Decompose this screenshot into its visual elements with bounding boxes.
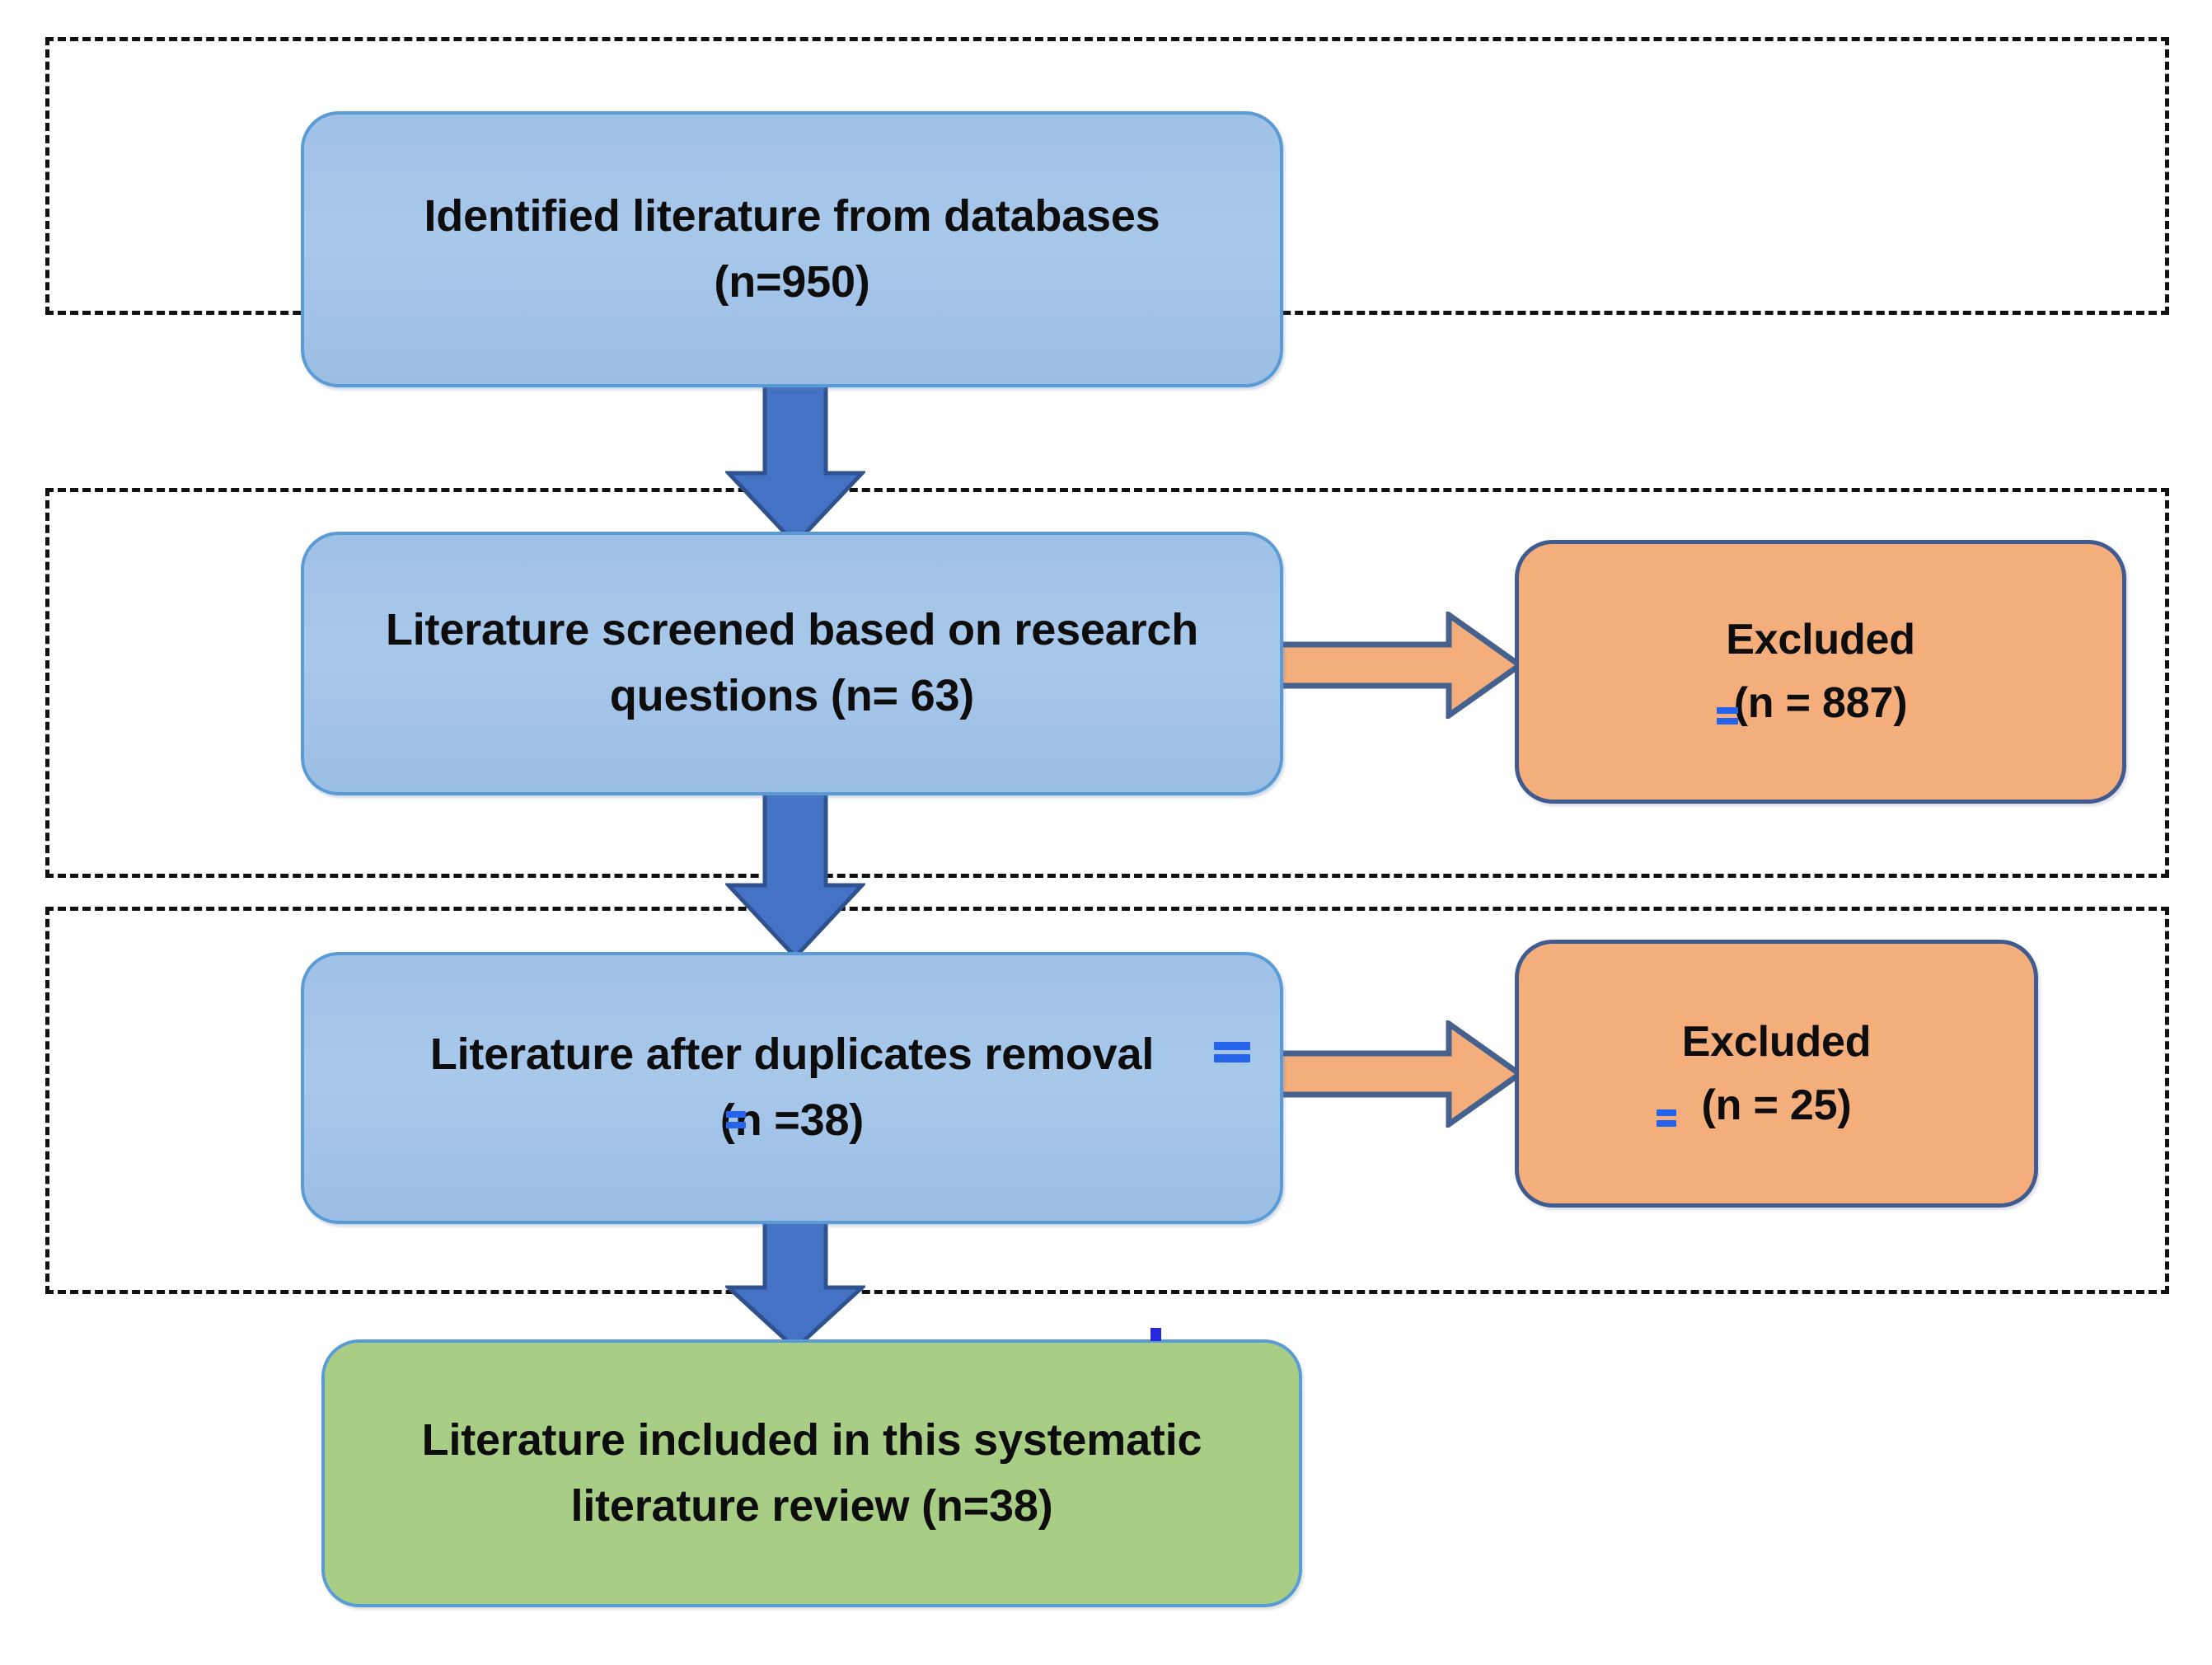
node-identified-literature[interactable]: Identified literature from databases (n=… xyxy=(301,111,1283,387)
edit-underline-mark-duplicates-side xyxy=(1214,1042,1250,1062)
node-literature-included[interactable]: Literature included in this systematic l… xyxy=(321,1339,1302,1607)
edit-underline-bar xyxy=(1214,1054,1250,1062)
edit-underline-bar xyxy=(726,1122,746,1128)
node-duplicates-removed-label: Literature after duplicates removal (n =… xyxy=(429,1029,1155,1145)
arrow-duplicates-to-excluded xyxy=(1272,1018,1525,1130)
edit-underline-bar xyxy=(1214,1042,1250,1050)
stage-band-screening xyxy=(45,488,2169,878)
edit-underline-bar xyxy=(1717,707,1738,714)
arrow-duplicates-to-included xyxy=(723,1216,868,1352)
arrow-identified-to-screened xyxy=(724,378,867,547)
node-identified-literature-label: Identified literature from databases (n=… xyxy=(424,190,1160,307)
edit-underline-mark-excluded-25 xyxy=(1657,1109,1676,1127)
edit-dot-mark-included xyxy=(1151,1328,1161,1341)
edit-underline-bar xyxy=(1657,1120,1676,1127)
arrow-screened-to-duplicates xyxy=(724,787,867,960)
node-literature-screened-label: Literature screened based on research qu… xyxy=(385,605,1199,720)
node-excluded-duplicates[interactable]: Excluded (n = 25) xyxy=(1515,940,2038,1208)
edit-underline-bar xyxy=(1717,718,1738,725)
arrow-screened-to-excluded xyxy=(1272,609,1525,721)
stage-band-eligibility xyxy=(45,907,2169,1294)
node-excluded-duplicates-label: Excluded (n = 25) xyxy=(1681,1017,1872,1129)
edit-underline-mark-excluded-887 xyxy=(1717,707,1738,725)
node-literature-screened[interactable]: Literature screened based on research qu… xyxy=(301,532,1283,795)
edit-underline-mark-duplicates-n xyxy=(726,1111,746,1128)
edit-underline-bar xyxy=(1657,1109,1676,1116)
node-duplicates-removed[interactable]: Literature after duplicates removal (n =… xyxy=(301,952,1283,1224)
node-literature-included-label: Literature included in this systematic l… xyxy=(421,1414,1202,1531)
node-excluded-screening-label: Excluded (n = 887) xyxy=(1726,616,1915,727)
edit-underline-bar xyxy=(726,1111,746,1118)
node-excluded-screening[interactable]: Excluded (n = 887) xyxy=(1515,540,2126,804)
